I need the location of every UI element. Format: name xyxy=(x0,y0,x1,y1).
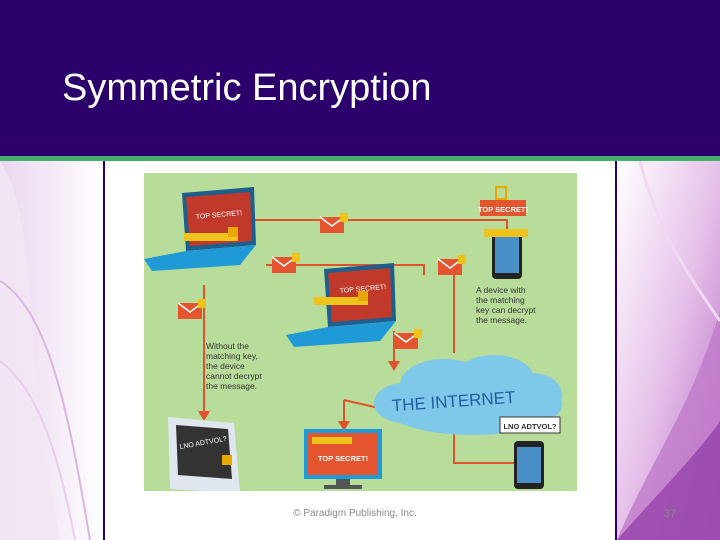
phone-bottom-badge-text: LNO ADTVOL? xyxy=(503,422,556,431)
encryption-diagram: TOP SECRET! TOP SECRET! TOP SECRET! A de… xyxy=(144,173,577,491)
svg-text:the message.: the message. xyxy=(476,315,527,325)
header-accent-line xyxy=(0,156,720,161)
key-icon xyxy=(184,233,238,241)
laptop-mid-screen-text: TOP SECRET! xyxy=(340,284,387,295)
lock-icon xyxy=(358,291,368,301)
internet-cloud: THE INTERNET xyxy=(374,355,562,435)
key-icon xyxy=(484,229,528,237)
tablet-bottom-left: LNO ADTVOL? xyxy=(168,417,240,491)
panel-border-right xyxy=(615,161,617,540)
footer-copyright: © Paradigm Publishing, Inc. xyxy=(293,508,417,519)
phone-top-right: TOP SECRET! xyxy=(478,186,528,279)
phone-top-caption: A device with the matching key can decry… xyxy=(476,285,536,325)
slide-title: Symmetric Encryption xyxy=(62,67,432,109)
laptop-top-left: TOP SECRET! xyxy=(144,187,256,271)
svg-text:cannot decrypt: cannot decrypt xyxy=(206,371,262,381)
laptop-top-screen-text: TOP SECRET! xyxy=(196,210,243,221)
monitor-badge-text: TOP SECRET! xyxy=(318,454,368,463)
svg-text:Without the: Without the xyxy=(206,341,249,351)
background-decoration xyxy=(0,161,720,540)
phone-top-badge-text: TOP SECRET! xyxy=(478,205,528,214)
laptop-middle: TOP SECRET! xyxy=(286,263,396,347)
phone-bottom-right: LNO ADTVOL? xyxy=(499,416,561,489)
lock-icon xyxy=(228,227,238,237)
svg-text:matching key,: matching key, xyxy=(206,351,258,361)
monitor-bottom-middle: TOP SECRET! xyxy=(304,429,382,489)
panel-border-left xyxy=(103,161,105,540)
svg-text:the message.: the message. xyxy=(206,381,257,391)
svg-text:the matching: the matching xyxy=(476,295,525,305)
unlock-icon xyxy=(495,186,507,200)
tablet-caption: Without the matching key, the device can… xyxy=(206,341,262,391)
key-icon xyxy=(314,297,368,305)
lock-icon xyxy=(222,455,232,465)
slide-header xyxy=(0,0,720,156)
page-number: 37 xyxy=(663,508,677,520)
svg-text:the device: the device xyxy=(206,361,245,371)
key-icon xyxy=(312,437,352,444)
svg-text:A device with: A device with xyxy=(476,285,526,295)
svg-text:key can decrypt: key can decrypt xyxy=(476,305,536,315)
envelope-icons xyxy=(177,213,466,349)
